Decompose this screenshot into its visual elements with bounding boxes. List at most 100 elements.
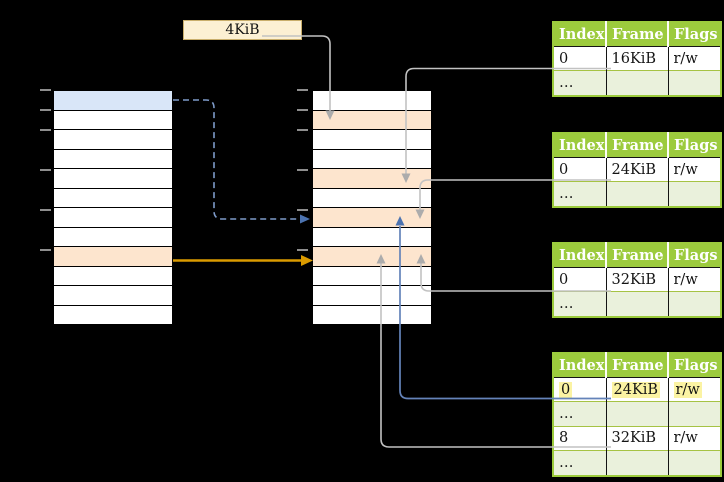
address-tick	[297, 249, 308, 251]
memory-row-white	[54, 286, 172, 306]
memory-row-white	[54, 188, 172, 208]
cell-frame	[605, 401, 668, 427]
middle-memory-table	[312, 90, 432, 325]
cell-index: 0	[553, 45, 606, 71]
memory-row-white	[313, 91, 431, 111]
cell-flags	[667, 181, 721, 207]
memory-row-white	[313, 305, 431, 324]
cell-index: …	[553, 70, 606, 96]
table-row: 0 32KiB r/w	[553, 266, 721, 292]
memory-row-white	[54, 130, 172, 150]
cell-flags: r/w	[667, 266, 721, 292]
col-header-frame: Frame	[605, 22, 668, 47]
memory-row-white	[54, 169, 172, 189]
cell-index: 0	[553, 376, 606, 402]
page-table-1: Index Frame Flags 0 16KiB r/w …	[552, 21, 722, 97]
col-header-flags: Flags	[667, 243, 721, 268]
col-header-flags: Flags	[667, 22, 721, 47]
cell-frame	[605, 181, 668, 207]
address-tick	[40, 169, 51, 171]
address-tick	[297, 109, 308, 111]
memory-row-white	[54, 305, 172, 324]
memory-row-white	[54, 110, 172, 130]
cell-index: …	[553, 291, 606, 317]
memory-row-orange	[313, 208, 431, 228]
memory-row-white	[54, 208, 172, 228]
table-header-row: Index Frame Flags	[553, 22, 721, 47]
cell-frame	[605, 70, 668, 96]
memory-row-white	[313, 266, 431, 286]
cell-frame: 16KiB	[605, 45, 668, 71]
cell-index: …	[553, 401, 606, 427]
col-header-flags: Flags	[667, 353, 721, 378]
cell-frame: 32KiB	[605, 266, 668, 292]
cell-index: 0	[553, 156, 606, 182]
memory-row-orange	[313, 169, 431, 189]
address-tick	[297, 169, 308, 171]
memory-row-blue	[54, 91, 172, 111]
address-tick	[297, 89, 308, 91]
address-tick	[40, 129, 51, 131]
col-header-index: Index	[553, 243, 606, 268]
table-row-ellipsis: …	[553, 450, 721, 476]
cell-flags	[667, 450, 721, 476]
table-row-ellipsis: …	[553, 401, 721, 427]
address-tick	[40, 249, 51, 251]
col-header-index: Index	[553, 133, 606, 158]
page-size-box: 4KiB	[183, 20, 302, 40]
cell-frame	[605, 291, 668, 317]
col-header-index: Index	[553, 353, 606, 378]
table-row-ellipsis: …	[553, 291, 721, 317]
cell-index: …	[553, 181, 606, 207]
cell-flags: r/w	[667, 156, 721, 182]
page-size-label: 4KiB	[225, 22, 260, 38]
address-tick	[297, 209, 308, 211]
address-tick	[40, 209, 51, 211]
table-header-row: Index Frame Flags	[553, 353, 721, 378]
cell-frame: 24KiB	[605, 376, 668, 402]
highlight-index: 0	[559, 381, 573, 398]
address-tick	[40, 109, 51, 111]
col-header-flags: Flags	[667, 133, 721, 158]
table-row-highlighted: 0 24KiB r/w	[553, 376, 721, 402]
arrowhead-right-icon	[300, 214, 310, 224]
table-header-row: Index Frame Flags	[553, 133, 721, 158]
table-row: 0 24KiB r/w	[553, 156, 721, 182]
cell-index: …	[553, 450, 606, 476]
table-row: 0 16KiB r/w	[553, 45, 721, 71]
cell-flags: r/w	[667, 425, 721, 451]
address-tick	[40, 89, 51, 91]
col-header-index: Index	[553, 22, 606, 47]
memory-row-orange	[313, 110, 431, 130]
col-header-frame: Frame	[605, 353, 668, 378]
arrow-dashed-left-to-middle	[173, 99, 299, 220]
memory-row-white	[313, 149, 431, 169]
cell-flags: r/w	[667, 376, 721, 402]
memory-row-white	[54, 149, 172, 169]
table-row-ellipsis: …	[553, 181, 721, 207]
memory-row-white	[54, 227, 172, 247]
cell-flags	[667, 70, 721, 96]
cell-index: 8	[553, 425, 606, 451]
cell-index: 0	[553, 266, 606, 292]
highlight-flags: r/w	[673, 381, 702, 398]
memory-row-white	[54, 266, 172, 286]
memory-row-orange	[54, 247, 172, 267]
table-row: 8 32KiB r/w	[553, 425, 721, 451]
memory-row-white	[313, 286, 431, 306]
cell-flags	[667, 291, 721, 317]
memory-row-white	[313, 188, 431, 208]
cell-frame: 24KiB	[605, 156, 668, 182]
col-header-frame: Frame	[605, 133, 668, 158]
cell-flags	[667, 401, 721, 427]
page-table-3: Index Frame Flags 0 32KiB r/w …	[552, 242, 722, 318]
col-header-frame: Frame	[605, 243, 668, 268]
cell-flags: r/w	[667, 45, 721, 71]
highlight-frame: 24KiB	[611, 381, 661, 398]
memory-row-orange	[313, 247, 431, 267]
table-row-ellipsis: …	[553, 70, 721, 96]
memory-row-white	[313, 227, 431, 247]
table-header-row: Index Frame Flags	[553, 243, 721, 268]
memory-row-white	[313, 130, 431, 150]
